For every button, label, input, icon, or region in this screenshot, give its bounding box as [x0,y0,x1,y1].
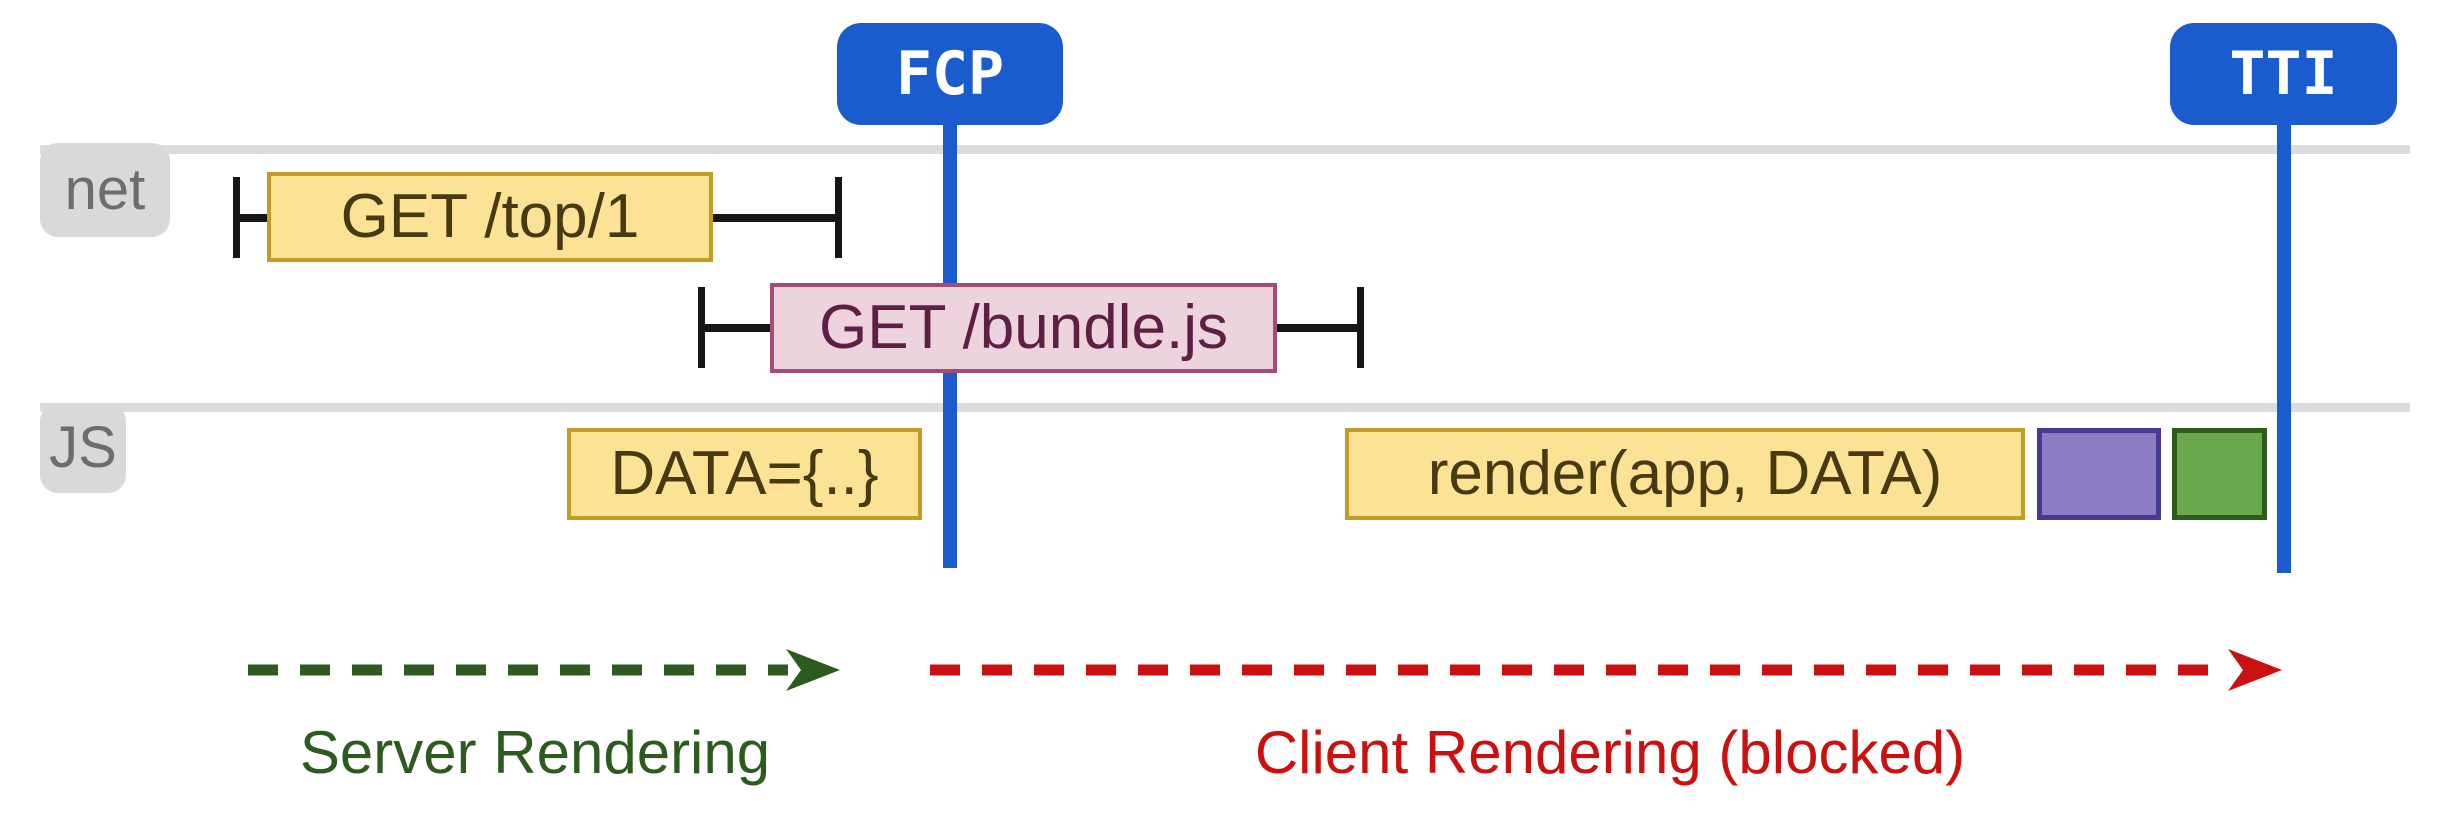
request-top-end-tick [835,177,842,258]
lane-label-net: net [40,143,170,237]
request-top-start-tick [233,177,240,258]
request-top-end-connector [713,214,835,222]
net-lane-track-line [40,145,2410,154]
js-task-data-box: DATA={..} [567,428,922,520]
tti-badge: TTI [2170,23,2397,125]
phase-arrows [248,649,2282,691]
js-task-purple-box [2037,428,2161,520]
client-rendering-arrowhead-icon [2228,649,2282,691]
request-bundle-start-connector [705,324,770,332]
lane-label-js: JS [40,403,126,493]
request-bundle-end-tick [1357,287,1364,368]
fcp-badge: FCP [837,23,1063,125]
phase-label-client-rendering: Client Rendering (blocked) [1254,719,1966,786]
request-top-box: GET /top/1 [267,172,713,262]
js-task-render-box: render(app, DATA) [1345,428,2025,520]
request-bundle-box: GET /bundle.js [770,283,1277,373]
request-bundle-end-connector [1277,324,1357,332]
tti-marker-line [2277,125,2291,573]
js-lane-track-line [40,403,2410,412]
server-rendering-arrowhead-icon [786,649,840,691]
phase-label-server-rendering: Server Rendering [299,719,771,786]
js-task-green-box [2172,428,2267,520]
request-bundle-start-tick [698,287,705,368]
request-top-start-connector [240,214,267,222]
